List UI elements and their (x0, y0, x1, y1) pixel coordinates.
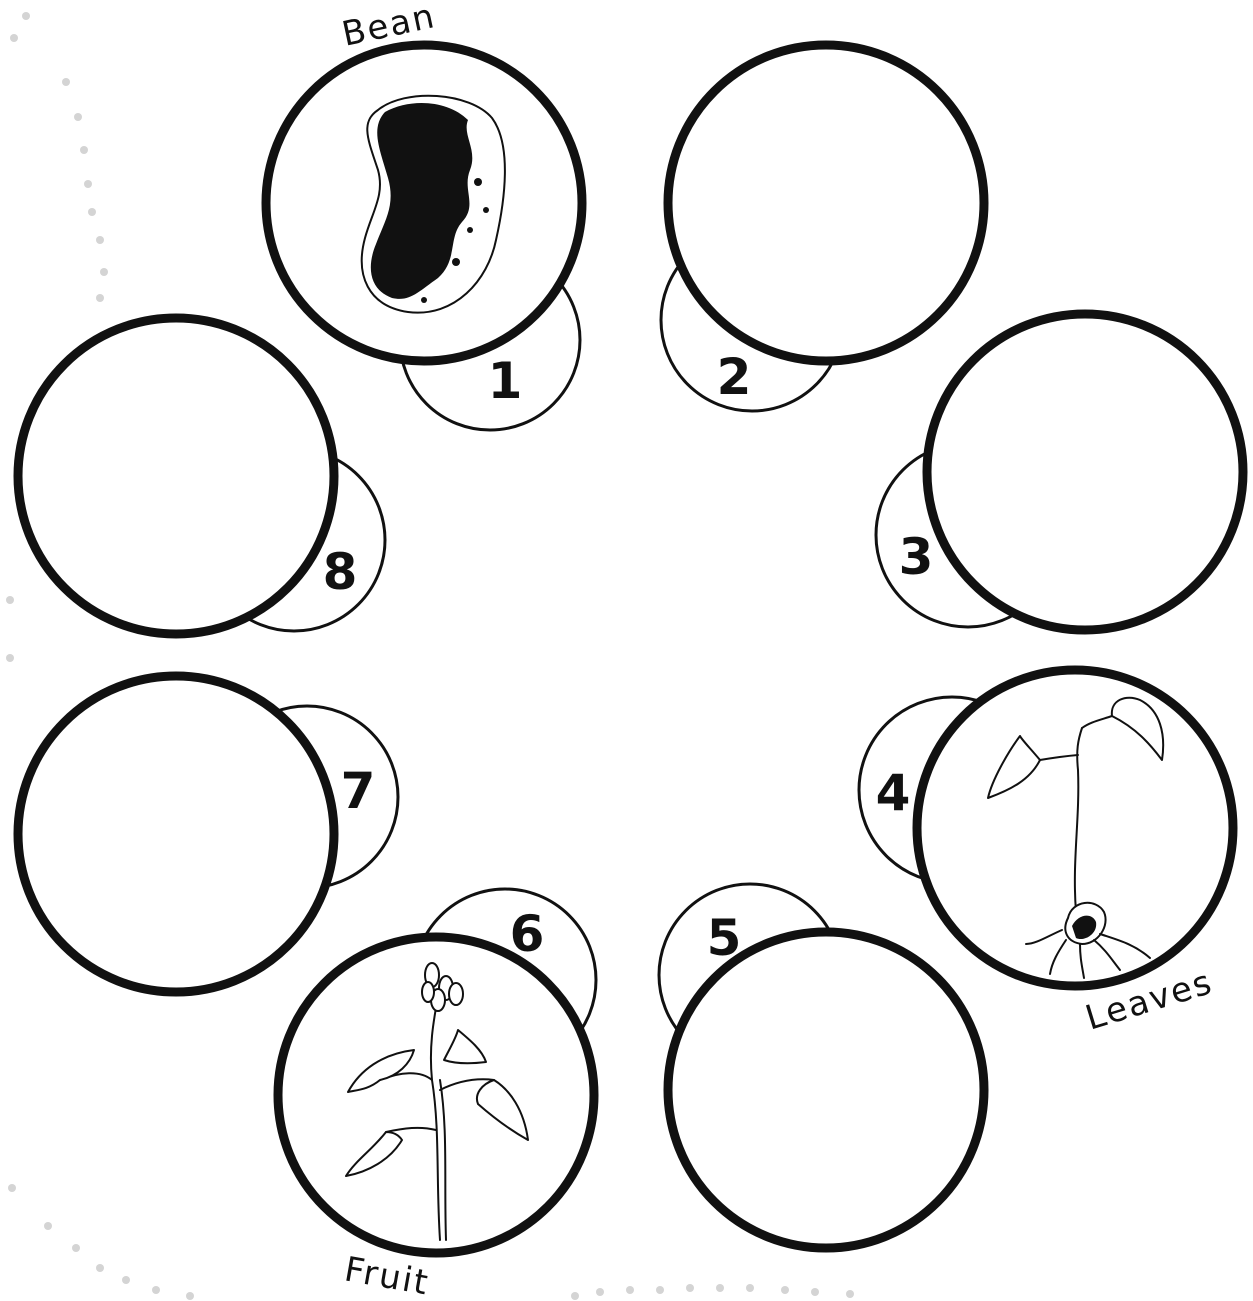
picture-circle-7[interactable] (18, 676, 334, 992)
stage-number-8: 8 (323, 543, 358, 601)
stage-7: 7 (18, 676, 398, 992)
stage-label-fruit: Fruit (341, 1249, 432, 1301)
decorative-dot (8, 1184, 16, 1192)
decorative-dot (811, 1288, 819, 1296)
decorative-dot (62, 78, 70, 86)
decorative-dot (656, 1286, 664, 1294)
decorative-dot (122, 1276, 130, 1284)
stage-number-2: 2 (717, 348, 752, 406)
stage-number-7: 7 (341, 762, 376, 820)
stage-number-1: 1 (488, 352, 523, 410)
decorative-dot (152, 1286, 160, 1294)
stage-2: 2 (661, 45, 984, 411)
decorative-dot (6, 654, 14, 662)
picture-circle-3[interactable] (927, 314, 1243, 630)
decorative-dot (96, 236, 104, 244)
decorative-dot (96, 1264, 104, 1272)
decorative-dot (686, 1284, 694, 1292)
decorative-dot (100, 268, 108, 276)
decorative-dot (10, 34, 18, 42)
decorative-dot (781, 1286, 789, 1294)
decorative-dot (596, 1288, 604, 1296)
decorative-dot (74, 113, 82, 121)
decorative-dot (44, 1222, 52, 1230)
decorative-dot (846, 1290, 854, 1298)
decorative-dot (22, 12, 30, 20)
picture-circle-5[interactable] (668, 932, 984, 1248)
stage-5: 5 (659, 884, 984, 1248)
picture-circle-2[interactable] (668, 45, 984, 361)
decorative-dot (6, 596, 14, 604)
decorative-dot (96, 294, 104, 302)
picture-circle-8[interactable] (18, 318, 334, 634)
stage-number-3: 3 (899, 528, 934, 586)
decorative-dot (72, 1244, 80, 1252)
stage-3: 3 (876, 314, 1243, 630)
decorative-dot (84, 180, 92, 188)
stage-number-4: 4 (876, 764, 911, 822)
stage-1: 1 Bean (266, 0, 582, 430)
decorative-dot (88, 208, 96, 216)
stage-6: 6 Fruit (278, 889, 596, 1301)
decorative-dot (80, 146, 88, 154)
decorative-dot (186, 1292, 194, 1300)
stage-8: 8 (18, 318, 385, 634)
decorative-dot (626, 1286, 634, 1294)
decorative-dot (746, 1284, 754, 1292)
decorative-dot (571, 1292, 579, 1300)
decorative-dot (716, 1284, 724, 1292)
